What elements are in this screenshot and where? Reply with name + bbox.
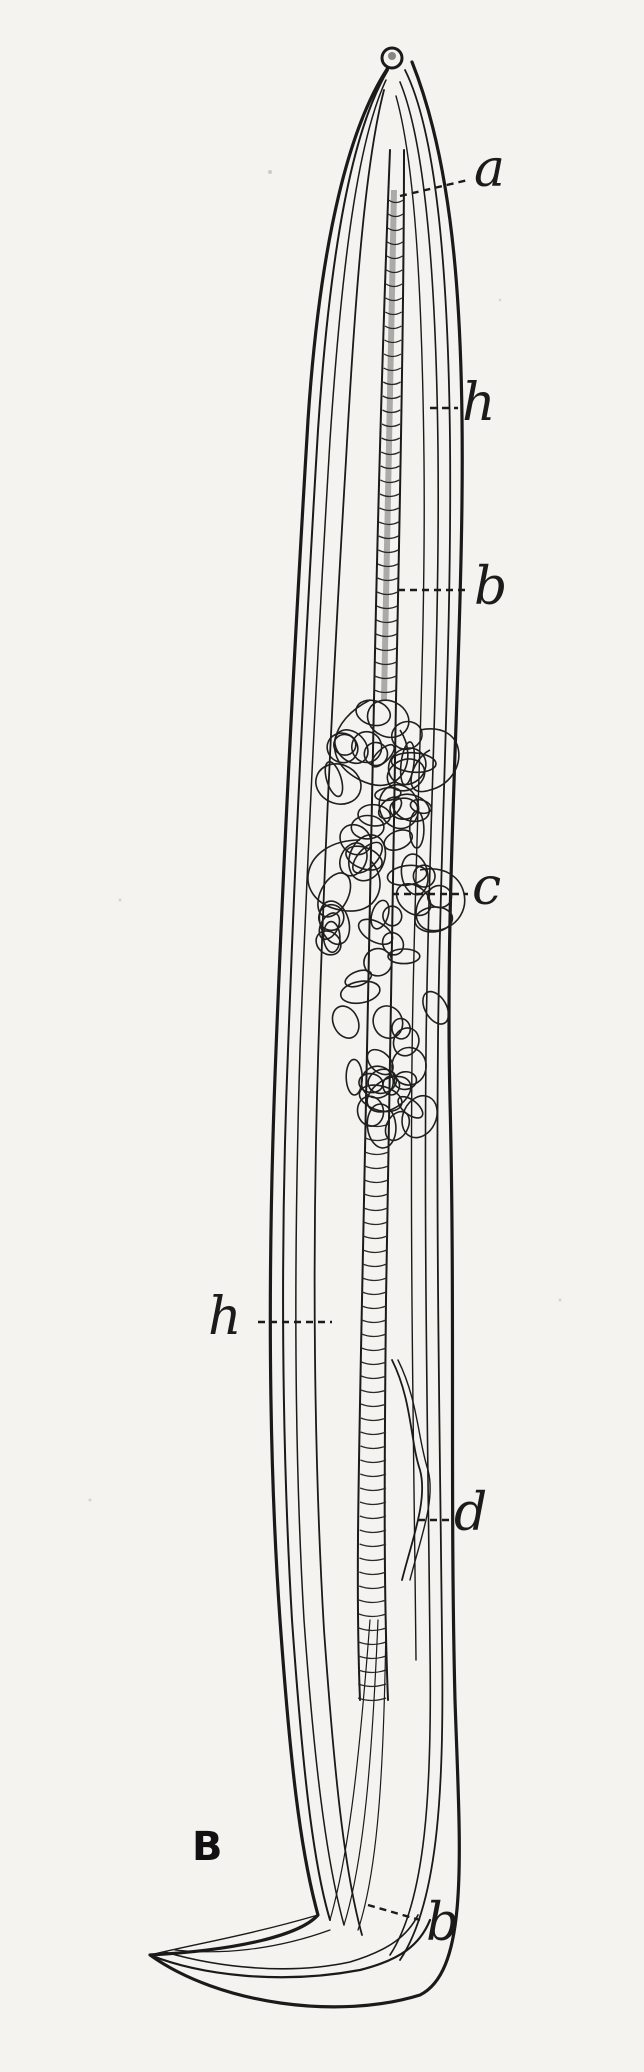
gut-ring — [360, 1530, 386, 1533]
coil-loop — [335, 839, 372, 881]
gut-ring — [358, 1670, 386, 1673]
reproductive-coils — [308, 693, 465, 1149]
gut-ring — [359, 1572, 386, 1575]
gut-ring — [360, 1544, 386, 1547]
gut-ring — [359, 1558, 386, 1561]
gut-ring — [362, 1292, 386, 1295]
gut-ring — [359, 1586, 386, 1589]
gut-ring — [360, 1474, 386, 1477]
panel-letter: B — [192, 1824, 223, 1870]
label-h-top: h — [462, 373, 496, 433]
gut-ring — [361, 1362, 386, 1365]
gut-ring — [360, 1488, 386, 1491]
label-d: d — [454, 1483, 487, 1543]
gut-ring — [364, 1194, 388, 1197]
label-c: c — [472, 857, 501, 917]
gut-ring — [360, 1502, 386, 1505]
gut-ring — [365, 1138, 388, 1141]
gut-ring — [364, 1180, 388, 1183]
gut-ring — [358, 1684, 386, 1687]
gut-ring — [363, 1250, 387, 1253]
label-h-lower: h — [208, 1287, 242, 1347]
gut-ring — [361, 1390, 386, 1393]
coil-loop — [355, 914, 397, 949]
gut-ring — [362, 1306, 386, 1309]
gut-ring — [358, 1656, 386, 1659]
gut-ring — [361, 1418, 386, 1421]
coil-loop — [388, 949, 420, 964]
label-b-lower: b — [426, 1893, 459, 1953]
leader-b-lower — [368, 1905, 420, 1920]
label-a: a — [474, 139, 505, 199]
coil-loop — [361, 945, 396, 979]
label-b-upper: b — [474, 557, 507, 617]
duct-d — [392, 1360, 430, 1580]
gut-ring — [362, 1320, 386, 1323]
coil-loop — [311, 926, 345, 960]
coil-loop — [379, 929, 408, 959]
coil-loop — [310, 757, 367, 811]
coil-loop — [382, 1076, 400, 1096]
worm-body-outline — [150, 48, 462, 2007]
gut-ring — [362, 1334, 386, 1337]
gut-ring — [362, 1278, 386, 1281]
gut-ring — [363, 1236, 387, 1239]
gut-ring — [360, 1516, 386, 1519]
gut-ring — [361, 1376, 386, 1379]
gut-ring — [363, 1264, 387, 1267]
gut-ring — [362, 1348, 386, 1351]
coil-loop — [389, 1024, 423, 1060]
gut-ring — [359, 1628, 386, 1631]
gut-ring — [365, 1152, 389, 1155]
intestine-tube — [330, 150, 404, 1930]
gut-ring — [359, 1600, 386, 1603]
coil-loop — [357, 803, 391, 827]
label-leaders — [258, 180, 468, 1920]
gut-ring — [365, 1166, 389, 1169]
coil-loop — [414, 905, 454, 934]
gut-ring — [360, 1460, 386, 1463]
gut-ring — [358, 1698, 386, 1701]
gut-ring — [359, 1642, 386, 1645]
gut-ring — [361, 1446, 386, 1449]
gut-ring — [364, 1208, 388, 1211]
gut-ring — [361, 1432, 386, 1435]
coil-loop — [368, 1002, 407, 1043]
paper-texture — [89, 170, 562, 1502]
coil-loop — [327, 1002, 363, 1043]
gut-ring — [364, 1222, 388, 1225]
gut-ring — [361, 1404, 386, 1407]
gut-ring — [359, 1614, 386, 1617]
